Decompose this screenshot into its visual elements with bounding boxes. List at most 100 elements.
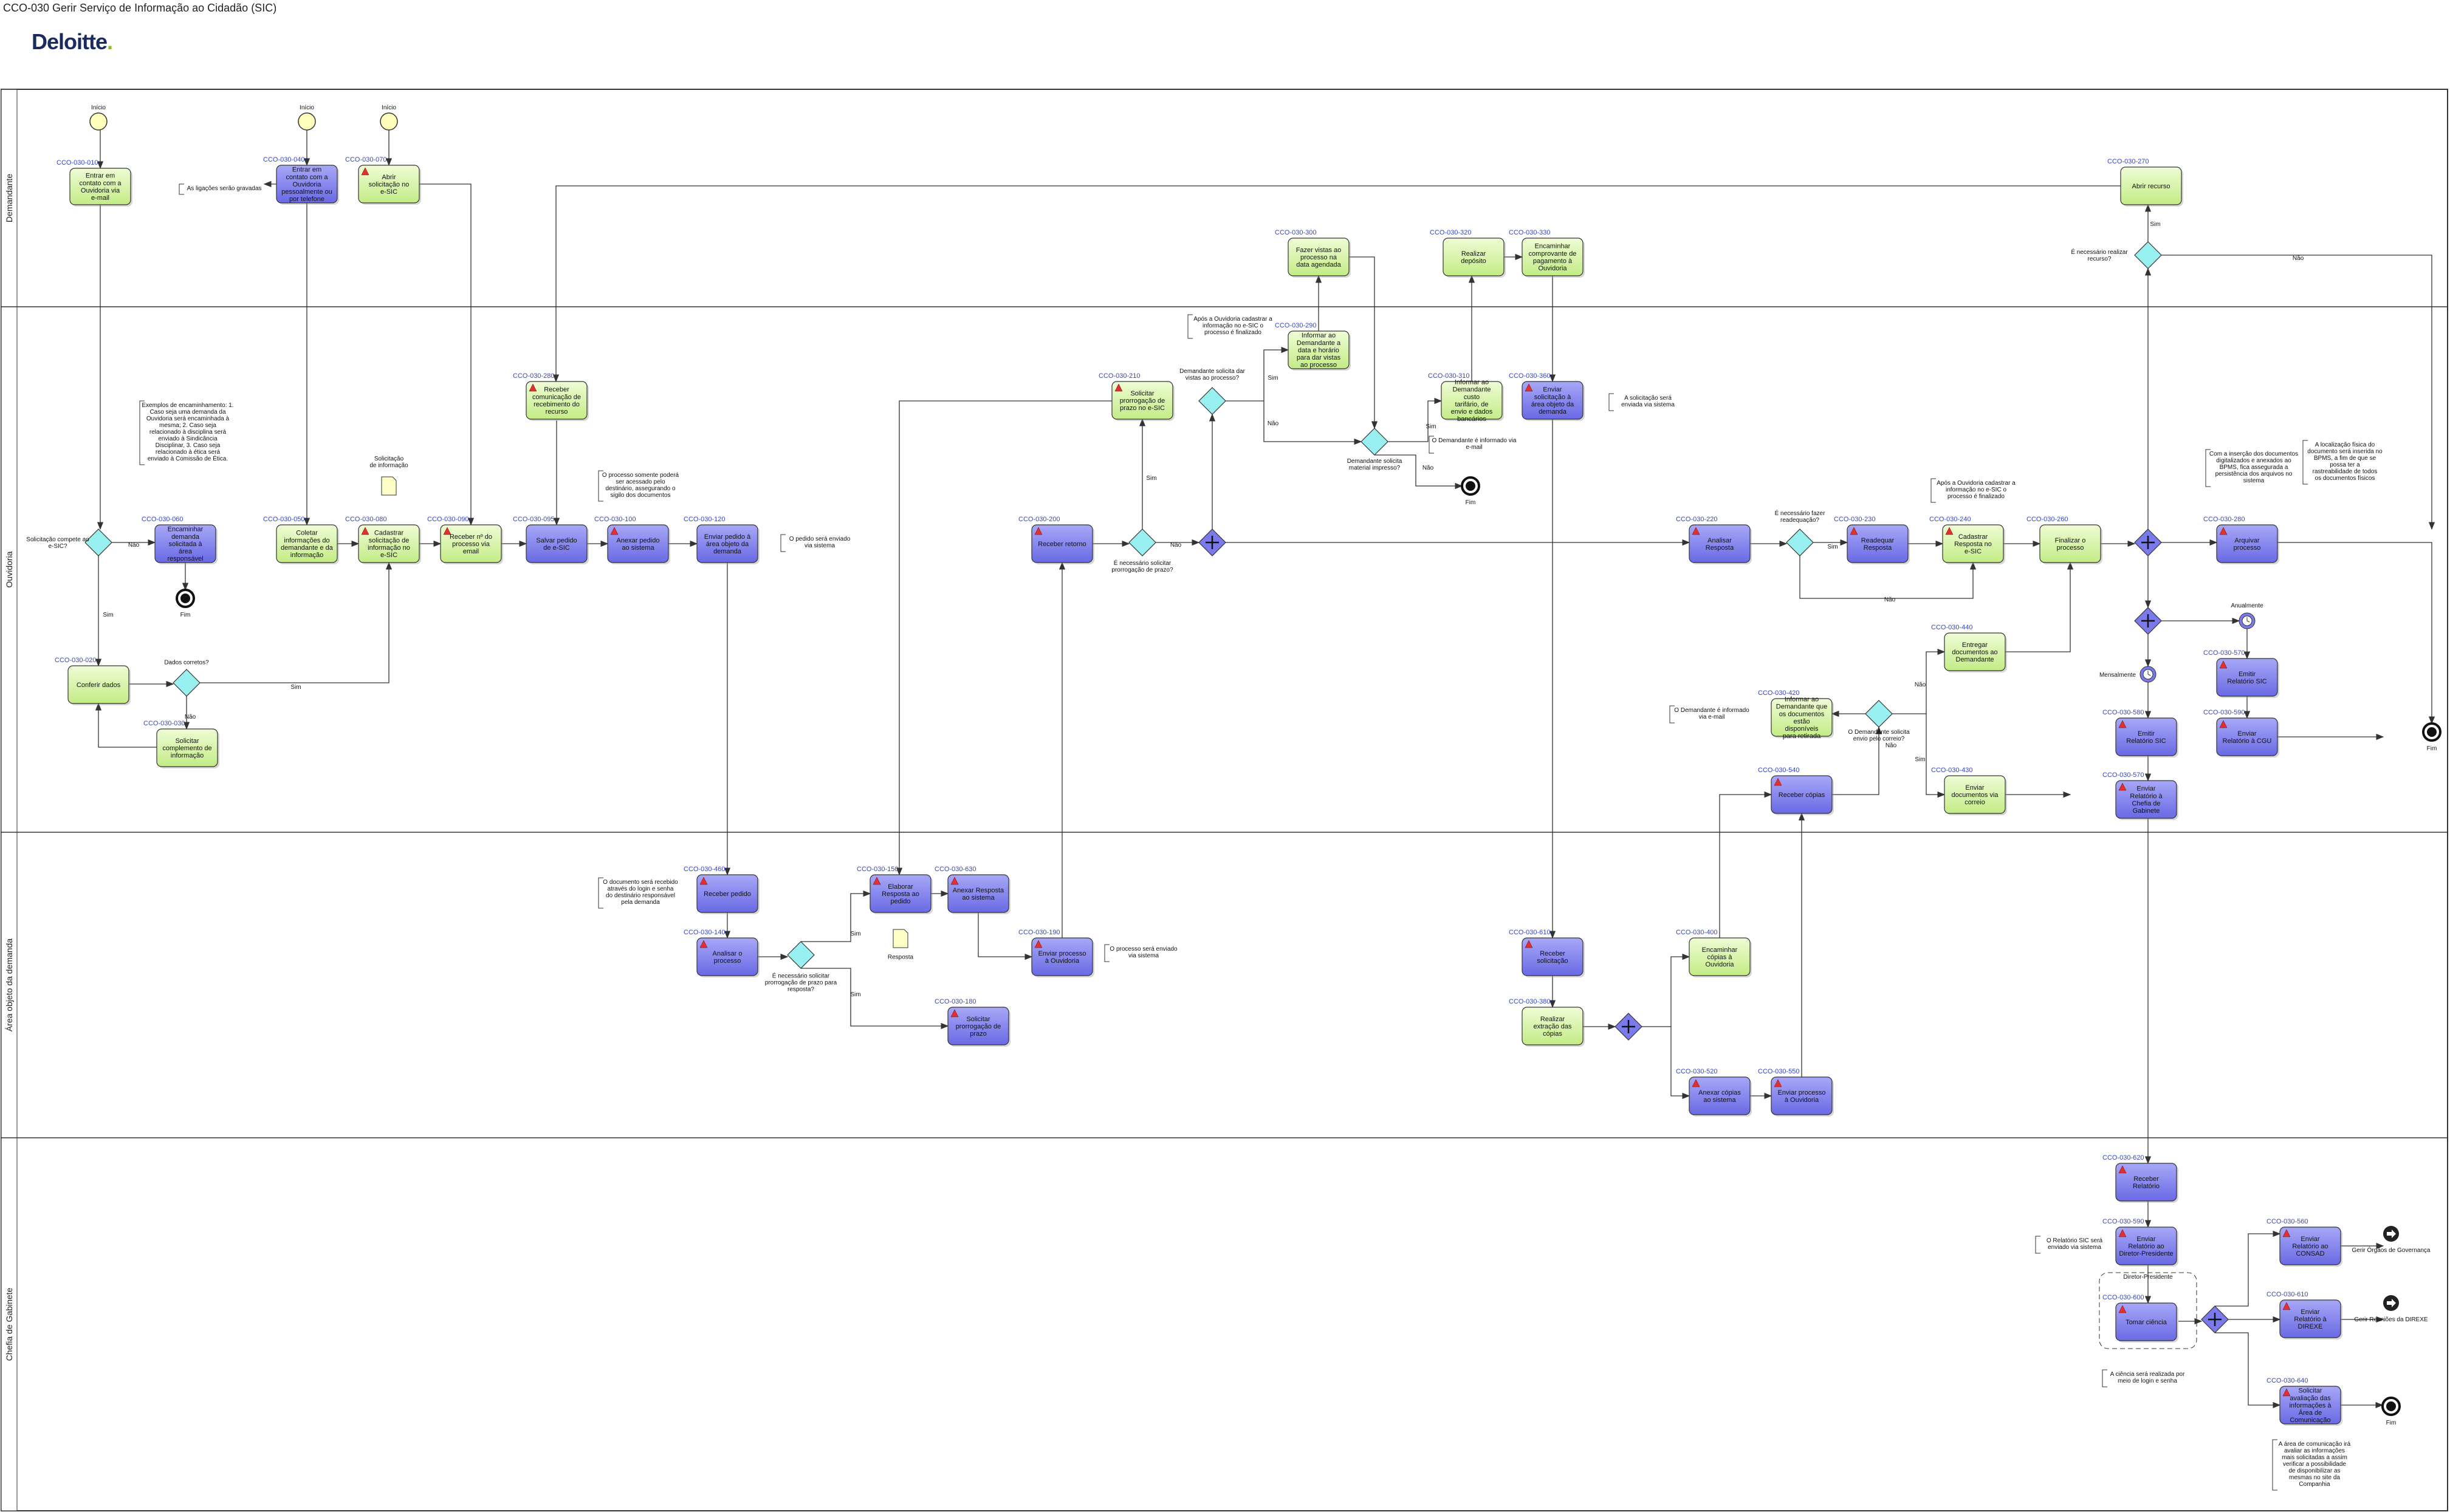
task-box[interactable]: [526, 524, 588, 563]
gateway[interactable]: [2134, 241, 2162, 269]
parallel-gateway[interactable]: [1198, 529, 1226, 556]
task-box[interactable]: [276, 165, 338, 204]
task-box[interactable]: [947, 1007, 1009, 1045]
task-box[interactable]: [2279, 1226, 2341, 1265]
gateway-diamond[interactable]: [1361, 428, 1388, 456]
task-box[interactable]: [154, 524, 216, 563]
task-box[interactable]: [2115, 1302, 2177, 1341]
task-box[interactable]: [1441, 381, 1503, 420]
gateway[interactable]: [1865, 700, 1893, 728]
gateway-diamond[interactable]: [1786, 529, 1814, 556]
gateway-diamond[interactable]: [84, 529, 112, 556]
task-box[interactable]: [2279, 1386, 2341, 1425]
task-box[interactable]: [1689, 1076, 1751, 1115]
task-box[interactable]: [1771, 1076, 1833, 1115]
task-box[interactable]: [2216, 717, 2278, 756]
task-box[interactable]: [1847, 524, 1909, 563]
task-box[interactable]: [1771, 775, 1833, 814]
parallel-gateway[interactable]: [2134, 607, 2162, 635]
task-box[interactable]: [607, 524, 669, 563]
gateway[interactable]: [1198, 387, 1226, 415]
task-box[interactable]: [696, 524, 758, 563]
task-box[interactable]: [358, 524, 420, 563]
task-box[interactable]: [1689, 524, 1751, 563]
gateway-diamond[interactable]: [1865, 700, 1893, 728]
gateway-diamond[interactable]: [1198, 387, 1226, 415]
gateway[interactable]: [1786, 529, 1814, 556]
task-box[interactable]: [67, 665, 129, 704]
task-box[interactable]: [358, 165, 420, 204]
task-box[interactable]: [947, 874, 1009, 913]
gateway[interactable]: [1361, 428, 1388, 456]
task-box[interactable]: [1522, 937, 1584, 976]
task-box[interactable]: [69, 168, 131, 205]
task-box[interactable]: [870, 874, 932, 913]
task-box[interactable]: [1522, 238, 1584, 276]
parallel-gateway[interactable]: [1614, 1013, 1642, 1041]
task-box[interactable]: [2115, 717, 2177, 756]
gateway-diamond[interactable]: [787, 941, 815, 969]
task-box[interactable]: [1771, 698, 1833, 737]
task-box[interactable]: [1942, 524, 2004, 563]
task-box[interactable]: [696, 937, 758, 976]
task-box[interactable]: [1443, 238, 1505, 276]
task-box[interactable]: [440, 524, 502, 563]
task-box[interactable]: [156, 728, 218, 767]
task-box[interactable]: [1944, 632, 2006, 671]
parallel-gateway[interactable]: [2134, 529, 2162, 556]
task-box[interactable]: [1288, 330, 1350, 369]
task-box[interactable]: [2216, 658, 2278, 697]
gateway[interactable]: [84, 529, 112, 556]
task-box[interactable]: [1522, 381, 1584, 420]
task-box[interactable]: [276, 524, 338, 563]
task-box[interactable]: [1031, 524, 1093, 563]
gateway[interactable]: [1128, 529, 1156, 556]
gateway[interactable]: [173, 669, 201, 697]
